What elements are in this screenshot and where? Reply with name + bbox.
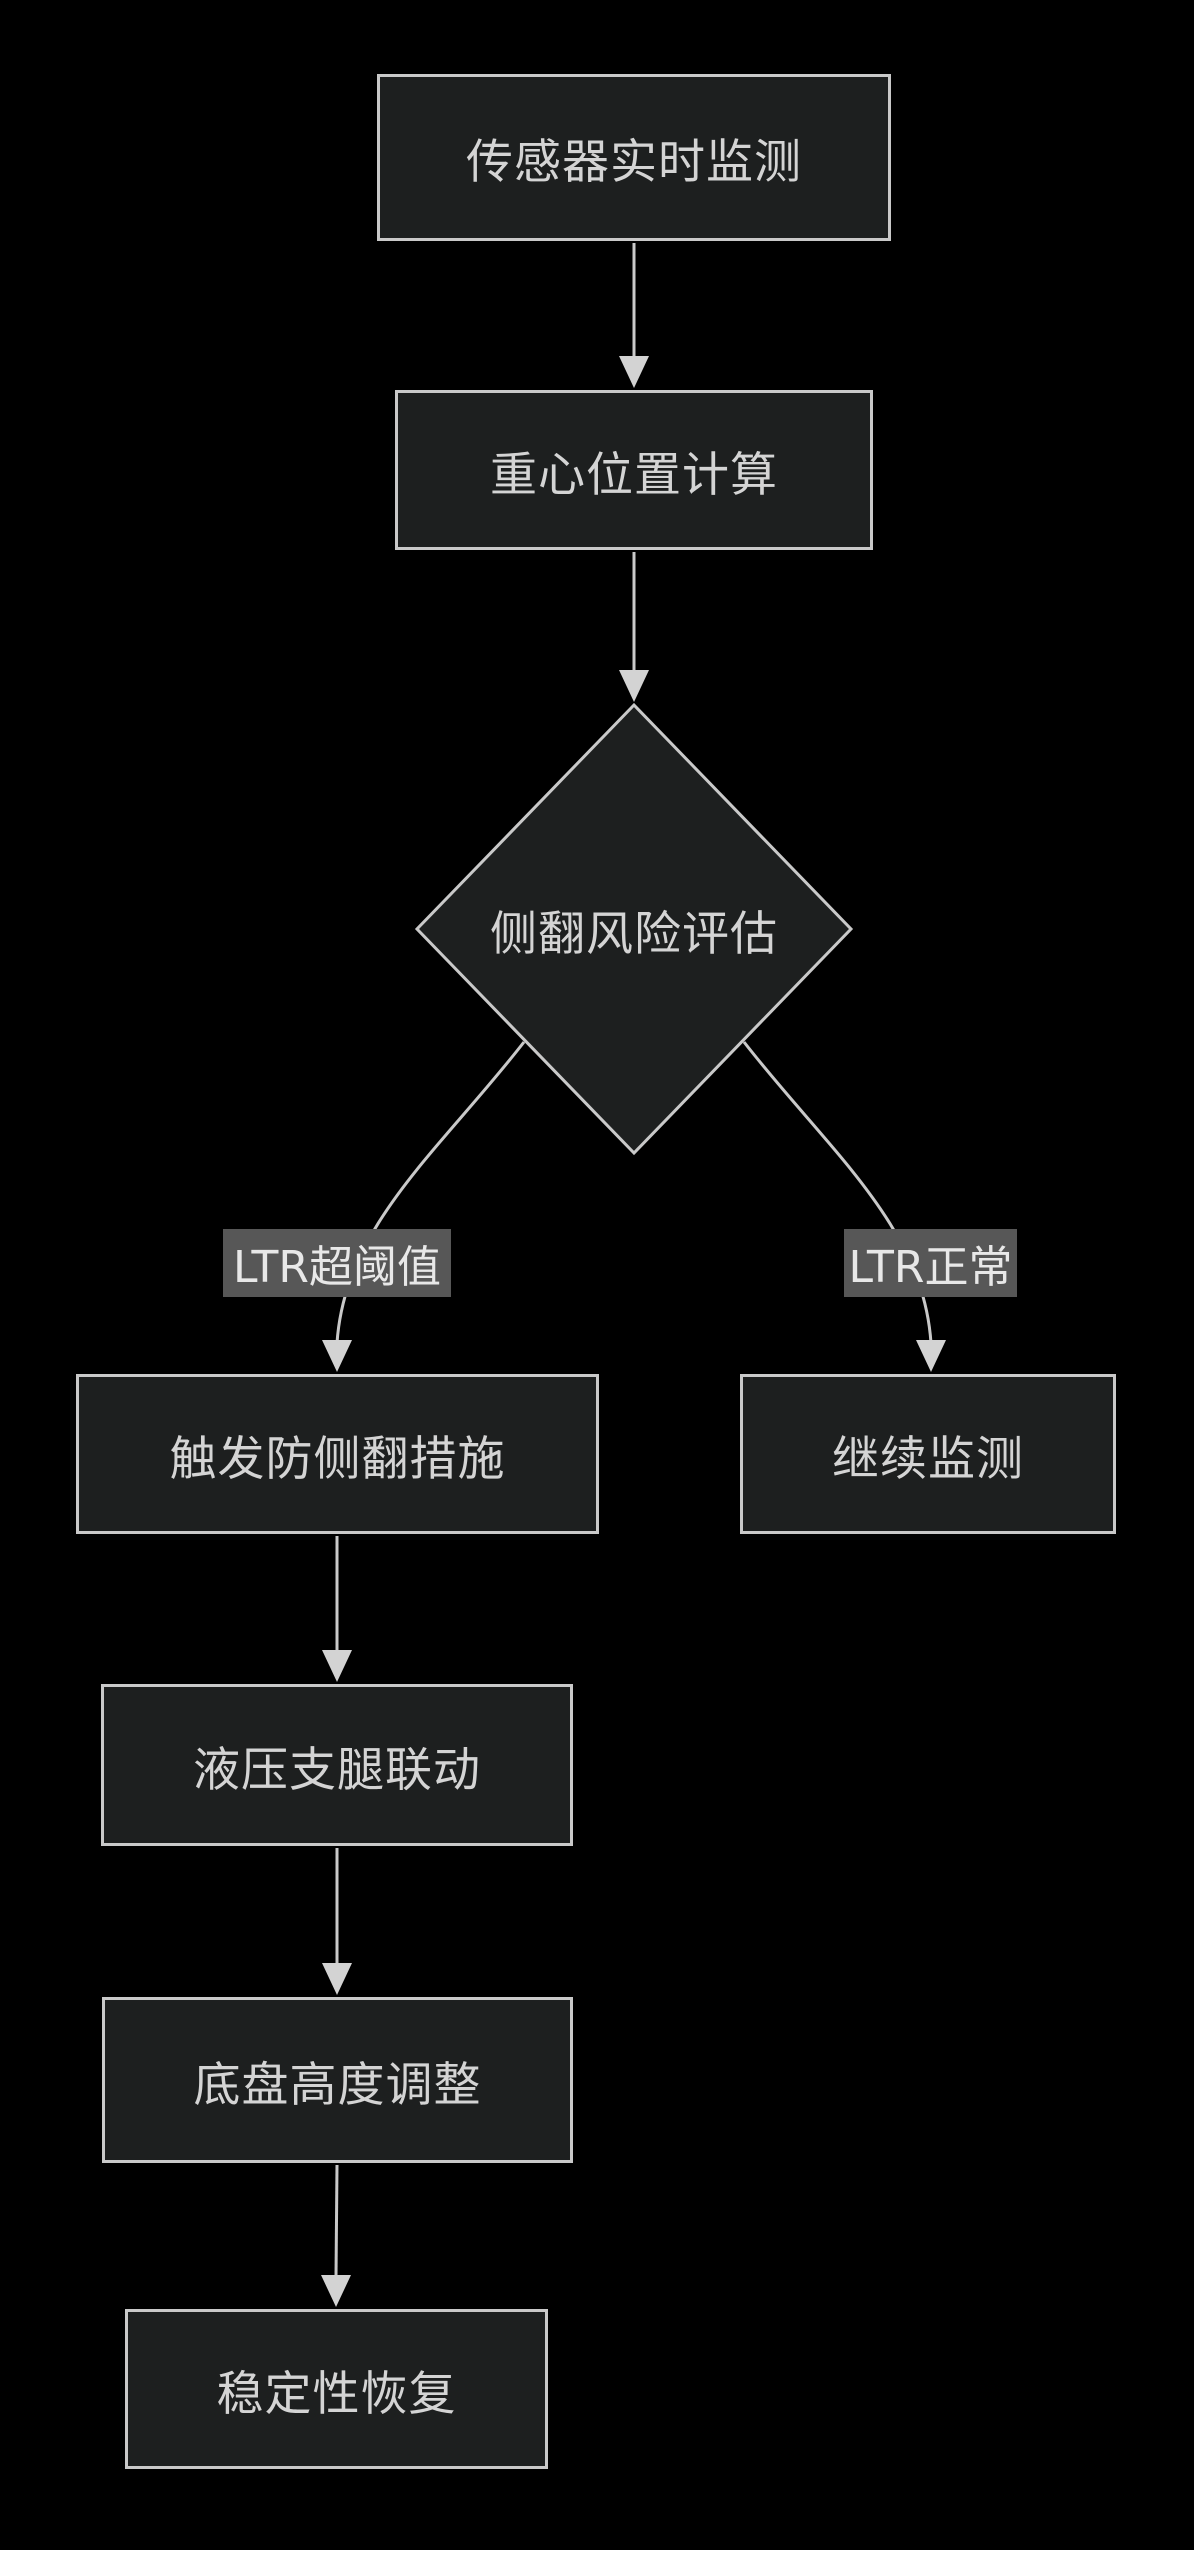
edge-chassis-to-stability: [334, 2164, 339, 2277]
arrowhead-sensor-to-gravity: [619, 356, 649, 388]
node-trigger-anti-rollover-measures: 触发防侧翻措施: [76, 1374, 599, 1534]
arrowhead-chassis-to-stability: [321, 2275, 351, 2307]
arrowhead-decision-to-continue: [916, 1340, 946, 1372]
decision-diamond-shape: [414, 702, 854, 1156]
arrowhead-hydraulic-to-chassis: [322, 1963, 352, 1995]
arrowhead-decision-to-trigger: [322, 1340, 352, 1372]
node-continue-monitoring: 继续监测: [740, 1374, 1116, 1534]
node-center-of-gravity-calculation: 重心位置计算: [395, 390, 873, 550]
edge-decision-to-trigger: [335, 1041, 526, 1344]
edge-label-ltr-over-threshold: LTR超阈值: [223, 1229, 451, 1297]
edge-decision-to-continue: [742, 1041, 933, 1344]
arrowhead-trigger-to-hydraulic: [322, 1650, 352, 1682]
node-sensor-realtime-monitoring: 传感器实时监测: [377, 74, 891, 241]
node-hydraulic-outrigger-linkage: 液压支腿联动: [101, 1684, 573, 1846]
edge-label-ltr-normal: LTR正常: [844, 1229, 1017, 1297]
arrowhead-gravity-to-decision: [619, 670, 649, 702]
node-rollover-risk-assessment: 侧翻风险评估: [490, 906, 778, 962]
node-stability-recovery: 稳定性恢复: [125, 2309, 548, 2469]
node-chassis-height-adjustment: 底盘高度调整: [102, 1997, 573, 2163]
